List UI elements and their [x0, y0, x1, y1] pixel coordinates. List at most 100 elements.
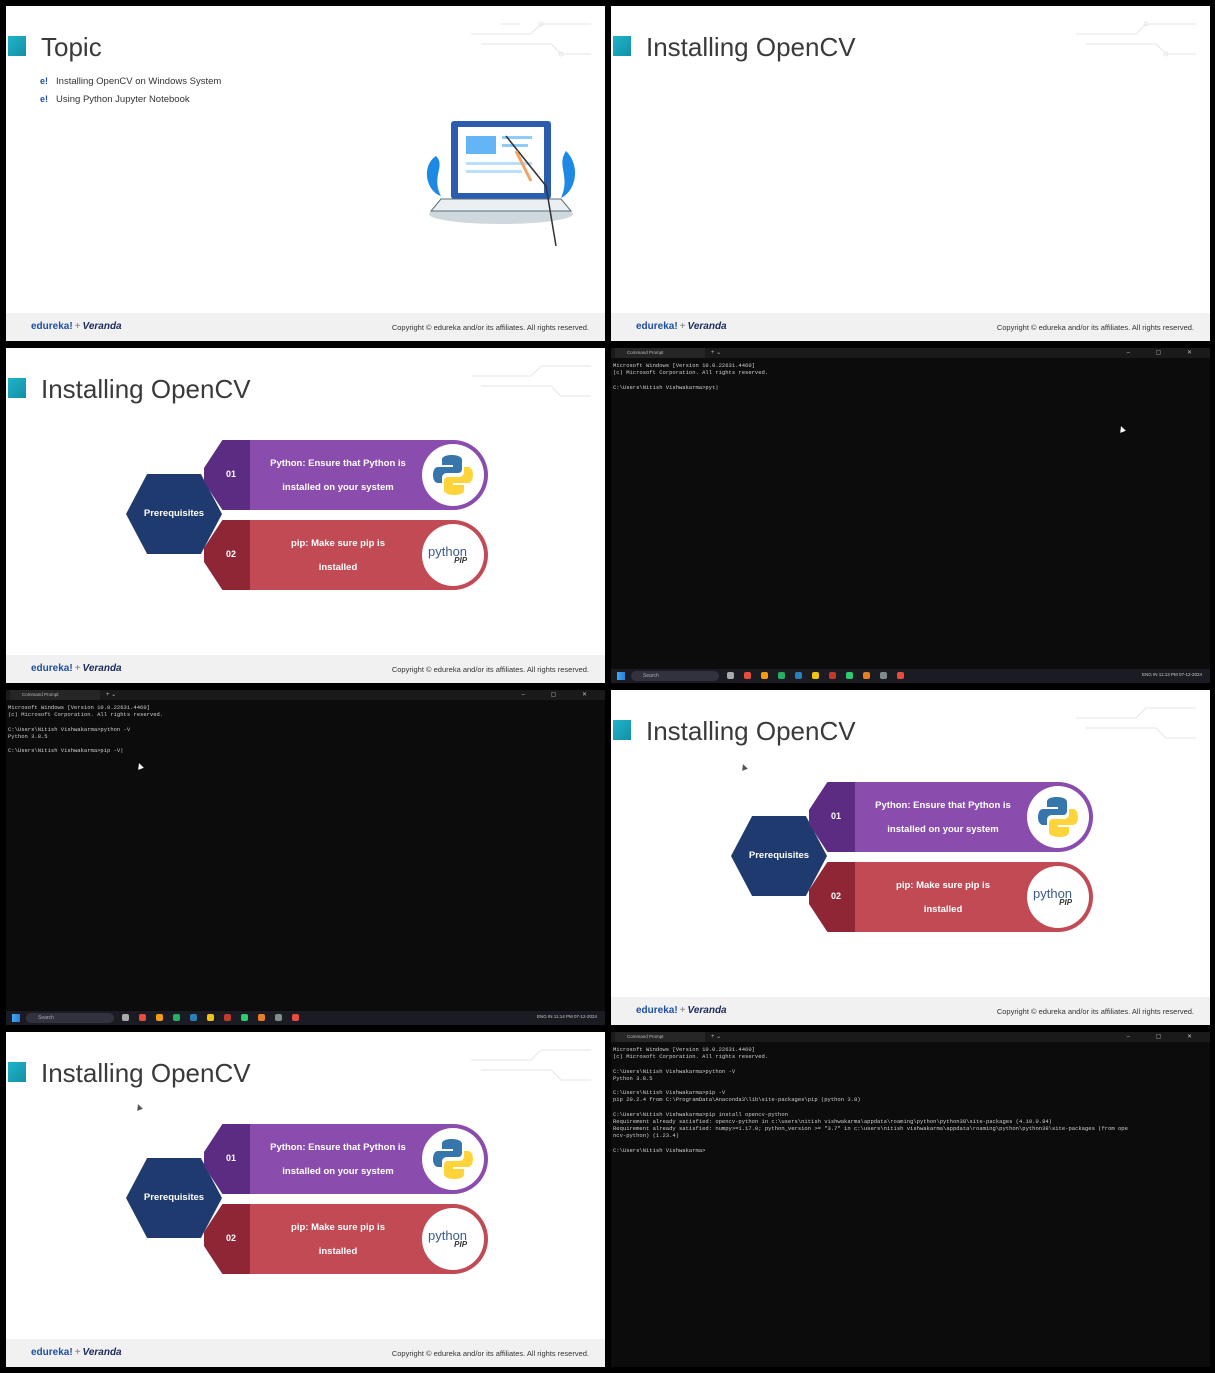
- new-tab-button[interactable]: + ⌄: [711, 1034, 722, 1040]
- title-accent: [613, 720, 631, 740]
- system-tray[interactable]: ENG IN 11:14 PM 07-12-2024: [537, 1014, 597, 1019]
- terminal-output[interactable]: Microsoft Windows [Version 10.0.22631.44…: [613, 362, 769, 391]
- taskbar-app-icon[interactable]: [897, 672, 904, 679]
- python-logo-icon: [433, 1139, 473, 1179]
- slide-title: Installing OpenCV: [646, 716, 856, 746]
- edureka-bullet-icon: e!: [40, 94, 49, 104]
- circuit-decoration: [1076, 21, 1196, 57]
- new-tab-button[interactable]: + ⌄: [106, 692, 117, 698]
- circuit-decoration: [471, 365, 591, 397]
- taskbar-app-icon[interactable]: [863, 672, 870, 679]
- slide-footer: edureka!+Veranda Copyright © edureka and…: [611, 997, 1210, 1025]
- window-controls[interactable]: – ▢ ✕: [1126, 1034, 1204, 1040]
- new-tab-button[interactable]: + ⌄: [711, 350, 722, 356]
- taskbar-app-icon[interactable]: [258, 1014, 265, 1021]
- taskbar-app-icon[interactable]: [224, 1014, 231, 1021]
- title-accent: [613, 36, 631, 56]
- taskbar-app-icon[interactable]: [156, 1014, 163, 1021]
- taskbar-app-icon[interactable]: [846, 672, 853, 679]
- terminal-window-2: Command Prompt + ⌄ – ▢ ✕ Microsoft Windo…: [6, 690, 605, 1025]
- circuit-decoration: [471, 21, 591, 57]
- title-accent: [8, 36, 26, 56]
- prerequisites-diagram: Prerequisites 01 Python: Ensure that Pyt…: [731, 780, 1101, 940]
- slide-topic: Topic e!Installing OpenCV on Windows Sys…: [6, 6, 605, 341]
- slide-installing-title: Installing OpenCV edureka!+Veranda Copyr…: [611, 6, 1210, 341]
- prerequisites-diagram: Prerequisites 01 Python: Ensure that Pyt…: [126, 1122, 496, 1282]
- bullet-text: Installing OpenCV on Windows System: [56, 76, 222, 87]
- windows-start-icon[interactable]: [12, 1014, 20, 1022]
- slide-title: Installing OpenCV: [646, 32, 856, 62]
- terminal-window-3: Command Prompt + ⌄ – ▢ ✕ Microsoft Windo…: [611, 1032, 1210, 1367]
- copyright-text: Copyright © edureka and/or its affiliate…: [391, 665, 589, 674]
- terminal-output[interactable]: Microsoft Windows [Version 10.0.22631.44…: [8, 704, 164, 755]
- taskbar-app-icon[interactable]: [812, 672, 819, 679]
- circuit-decoration: [1076, 707, 1196, 739]
- prerequisites-diagram: Prerequisites 01 Python: Ensure that Pyt…: [126, 438, 496, 598]
- windows-taskbar: Search ENG IN 11:14 PM 07-12-2024: [6, 1011, 605, 1025]
- taskbar-app-icon[interactable]: [829, 672, 836, 679]
- taskbar-app-icon[interactable]: [744, 672, 751, 679]
- copyright-text: Copyright © edureka and/or its affiliate…: [391, 323, 589, 332]
- circuit-decoration: [471, 1049, 591, 1081]
- taskbar-app-icon[interactable]: [778, 672, 785, 679]
- taskbar-app-icon[interactable]: [122, 1014, 129, 1021]
- taskbar-app-icon[interactable]: [173, 1014, 180, 1021]
- title-accent: [8, 378, 26, 398]
- slide-prerequisites: Installing OpenCV Prerequisites 01 Pytho…: [6, 1032, 605, 1367]
- window-controls[interactable]: – ▢ ✕: [521, 692, 599, 698]
- windows-start-icon[interactable]: [617, 672, 625, 680]
- bullet-text: Using Python Jupyter Notebook: [56, 94, 190, 105]
- copyright-text: Copyright © edureka and/or its affiliate…: [996, 323, 1194, 332]
- taskbar-app-icon[interactable]: [727, 672, 734, 679]
- tab-command-prompt[interactable]: Command Prompt: [615, 1032, 705, 1042]
- system-tray[interactable]: ENG IN 11:13 PM 07-12-2024: [1142, 672, 1202, 677]
- tab-command-prompt[interactable]: Command Prompt: [10, 690, 100, 700]
- taskbar-app-icon[interactable]: [241, 1014, 248, 1021]
- title-accent: [8, 1062, 26, 1082]
- taskbar-search[interactable]: Search: [26, 1013, 114, 1023]
- python-logo-circle: [422, 1128, 484, 1190]
- tab-command-prompt[interactable]: Command Prompt: [615, 348, 705, 358]
- slide-footer: edureka!+Veranda Copyright © edureka and…: [6, 1339, 605, 1367]
- edureka-veranda-logo: edureka!+Veranda: [31, 321, 122, 332]
- slide-prerequisites: Installing OpenCV Prerequisites 01 Pytho…: [611, 690, 1210, 1025]
- taskbar-app-icon[interactable]: [275, 1014, 282, 1021]
- taskbar-app-icon[interactable]: [190, 1014, 197, 1021]
- mouse-cursor-icon: [136, 762, 144, 770]
- taskbar-app-icon[interactable]: [761, 672, 768, 679]
- windows-taskbar: Search ENG IN 11:13 PM 07-12-2024: [611, 669, 1210, 683]
- prerequisites-hexagon: Prerequisites: [126, 474, 222, 554]
- slide-prerequisites: Installing OpenCV Prerequisites 01 Pytho…: [6, 348, 605, 683]
- mouse-cursor-icon: [135, 1103, 143, 1111]
- window-controls[interactable]: – ▢ ✕: [1126, 350, 1204, 356]
- terminal-output[interactable]: Microsoft Windows [Version 10.0.22631.44…: [613, 1046, 1128, 1154]
- edureka-veranda-logo: edureka!+Veranda: [31, 663, 122, 674]
- python-logo-circle: [1027, 786, 1089, 848]
- taskbar-search[interactable]: Search: [631, 671, 719, 681]
- taskbar-app-icon[interactable]: [880, 672, 887, 679]
- laptop-illustration: [426, 121, 576, 246]
- terminal-window-1: Command Prompt + ⌄ – ▢ ✕ Microsoft Windo…: [611, 348, 1210, 683]
- taskbar-app-icon[interactable]: [292, 1014, 299, 1021]
- python-logo-circle: [422, 444, 484, 506]
- slide-footer: edureka!+Veranda Copyright © edureka and…: [6, 655, 605, 683]
- slide-footer: edureka!+Veranda Copyright © edureka and…: [611, 313, 1210, 341]
- prerequisites-hexagon: Prerequisites: [731, 816, 827, 896]
- taskbar-app-icon[interactable]: [795, 672, 802, 679]
- taskbar-app-icon[interactable]: [139, 1014, 146, 1021]
- taskbar-app-icon[interactable]: [207, 1014, 214, 1021]
- mouse-cursor-icon: [740, 763, 748, 771]
- copyright-text: Copyright © edureka and/or its affiliate…: [391, 1349, 589, 1358]
